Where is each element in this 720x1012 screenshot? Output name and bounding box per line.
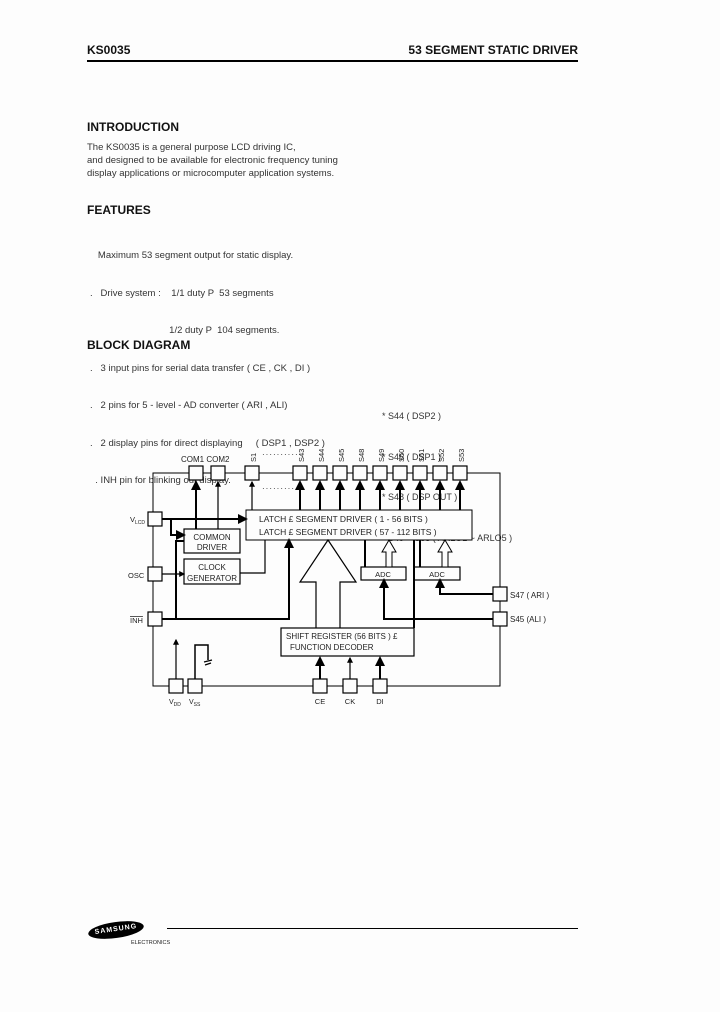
pin-vdd [168, 678, 184, 694]
clock-generator-label: CLOCK [198, 563, 226, 572]
ali-label: S45 (ALI ) [510, 615, 546, 624]
svg-text:ADC: ADC [375, 570, 391, 579]
data-bus-arrow [298, 538, 358, 628]
ck-label: CK [345, 697, 355, 706]
pin-label: S51 [417, 449, 426, 462]
feature-item: . 2 pins for 5 - level - AD converter ( … [90, 400, 288, 411]
pin-osc [147, 566, 163, 582]
pin-label: S48 [357, 449, 366, 462]
vdd-label: VDD [169, 699, 181, 708]
pin-label: S52 [437, 449, 446, 462]
latch-line-1: LATCH £ SEGMENT DRIVER ( 1 - 56 BITS ) [259, 514, 428, 524]
pin-note: * S46 ( DSP1 ) [382, 451, 442, 462]
ari-label: S47 ( ARI ) [510, 591, 549, 600]
svg-text:ADC: ADC [429, 570, 445, 579]
feature-item: . Drive system : 1/1 duty P 53 segments [90, 287, 274, 299]
pin-vlcd [147, 511, 163, 527]
clock-generator-label: GENERATOR [187, 574, 237, 583]
features-list: Maximum 53 segment output for static dis… [90, 225, 325, 500]
block-diagram-heading: BLOCK DIAGRAM [87, 338, 191, 352]
features-heading: FEATURES [87, 203, 151, 217]
pin-label: S53 [457, 449, 466, 462]
page-header: KS0035 53 SEGMENT STATIC DRIVER [87, 40, 578, 62]
part-number: KS0035 [87, 43, 131, 57]
footer-rule [167, 928, 578, 929]
intro-line: The KS0035 is a general purpose LCD driv… [87, 142, 296, 153]
osc-label: OSC [128, 571, 145, 580]
pin-label: S45 [337, 449, 346, 462]
vlcd-label: VLCD [130, 515, 145, 526]
pin-label: S43 [297, 449, 306, 462]
intro-line: display applications or microcomputer ap… [87, 168, 335, 179]
pin-ck [342, 678, 358, 694]
latch-line-2: LATCH £ SEGMENT DRIVER ( 57 - 112 BITS ) [259, 527, 437, 537]
pin-ellipsis: ·········· [262, 450, 299, 459]
common-driver-label: DRIVER [197, 543, 227, 552]
feature-item: Maximum 53 segment output for static dis… [90, 250, 294, 261]
di-label: DI [376, 697, 384, 706]
shift-register-label: SHIFT REGISTER (56 BITS ) £ [286, 632, 398, 641]
pin-label: S44 [317, 449, 326, 462]
pin-label: S1 [249, 453, 258, 462]
pin-inh [147, 611, 163, 627]
feature-item: . 2 display pins for direct displaying (… [90, 437, 325, 449]
pin-label: S50 [397, 449, 406, 462]
shift-register-block [280, 627, 415, 657]
ce-label: CE [315, 697, 325, 706]
common-driver-label: COMMON [193, 533, 231, 542]
feature-item: . 3 input pins for serial data transfer … [90, 362, 311, 374]
introduction-text: The KS0035 is a general purpose LCD driv… [87, 141, 338, 180]
pin-vss [187, 678, 203, 694]
pin-ari [492, 586, 508, 602]
pin-note: * S44 ( DSP2 ) [382, 411, 442, 421]
feature-item: 1/2 duty P 104 segments. [90, 325, 280, 336]
pin-ellipsis: ·········· [262, 484, 299, 493]
intro-line: and designed to be available for electro… [87, 155, 338, 166]
inh-label: INH [130, 616, 143, 625]
clock-generator-block [183, 558, 241, 585]
pin-ce [312, 678, 328, 694]
pin-di [372, 678, 388, 694]
introduction-heading: INTRODUCTION [87, 120, 179, 134]
shift-register-label: FUNCTION DECODER [290, 643, 374, 652]
electronics-label: ELECTRONICS [131, 940, 171, 946]
pin-note: * S48 ( DSP OUT ) [382, 492, 458, 502]
vss-label: VSS [189, 699, 201, 708]
pin-ali [492, 611, 508, 627]
com-pin-labels: COM1 COM2 [181, 455, 230, 464]
document-title: 53 SEGMENT STATIC DRIVER [408, 43, 578, 57]
pin-label: S49 [377, 449, 386, 462]
latch-segment-driver-block [245, 509, 473, 541]
